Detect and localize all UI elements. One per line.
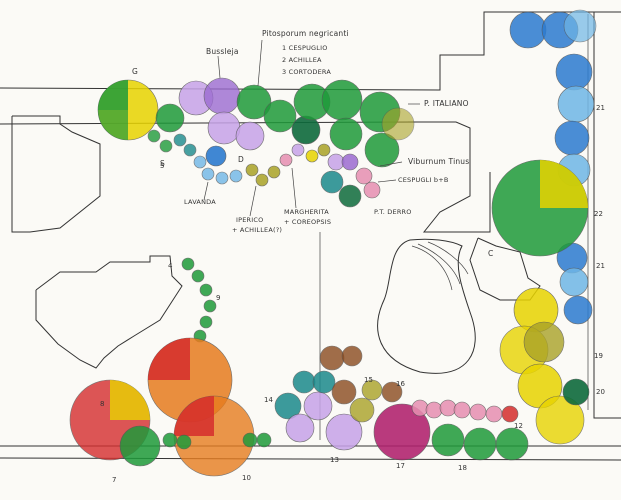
number-15: 15 [364, 376, 373, 384]
label-pittosporum: Pitosporum negricanti [262, 29, 349, 38]
number-21-top: 21 [596, 104, 605, 112]
yellow-shrub-cluster [499, 287, 590, 445]
label-buddleja: Bussleja [206, 47, 239, 56]
bottom-middle-bed [274, 345, 529, 461]
label-p-t: P.T. DERRO [374, 208, 412, 216]
label-margherita: MARGHERITA [284, 208, 329, 216]
plant-number-markers: 4 5 7 9 10 13 14 15 16 17 18 19 20 21 21… [100, 104, 605, 484]
small-shrub-beads [147, 129, 381, 208]
number-9: 9 [216, 294, 220, 302]
label-list-1: 1 CESPUGLIO [282, 44, 328, 52]
label-viburnum: Viburnum Tinus [408, 157, 469, 166]
bottom-hedge [162, 432, 272, 450]
label-list-3: 3 CORTODERA [282, 68, 331, 76]
number-8: 8 [100, 400, 104, 408]
label-d: D [238, 155, 244, 164]
label-iperico: IPERICO [236, 216, 263, 224]
number-21-mid: 21 [596, 262, 605, 270]
number-7: 7 [112, 476, 116, 484]
number-4: 4 [168, 262, 173, 270]
label-list-2: 2 ACHILLEA [282, 56, 322, 64]
number-10: 10 [242, 474, 251, 482]
label-lavanda: LAVANDA [184, 198, 216, 206]
top-border-bed [155, 77, 415, 168]
number-12: 12 [514, 422, 523, 430]
label-iperico-2: + ACHILLEA(?) [232, 226, 282, 234]
number-16: 16 [396, 380, 405, 388]
number-14: 14 [264, 396, 273, 404]
blue-shrub-column [509, 9, 597, 325]
label-cespugli: CESPUGLI b+B [398, 176, 449, 184]
label-s: S [160, 159, 165, 168]
red-trees [69, 337, 255, 477]
number-17: 17 [396, 462, 405, 470]
number-13: 13 [330, 456, 339, 464]
large-green-tree [491, 159, 589, 257]
number-19: 19 [594, 352, 603, 360]
tree-g [97, 79, 159, 141]
number-22: 22 [594, 210, 603, 218]
label-p-italiano: P. ITALIANO [424, 99, 469, 108]
plant-labels: Bussleja Pitosporum negricanti 1 CESPUGL… [132, 29, 493, 258]
label-c: C [488, 249, 493, 258]
label-margherita-2: + COREOPSIS [284, 218, 331, 226]
number-20: 20 [596, 388, 605, 396]
label-g: G [132, 67, 138, 76]
hedge-chain-9 [181, 257, 217, 343]
number-18: 18 [458, 464, 467, 472]
number-5: 5 [160, 162, 164, 170]
